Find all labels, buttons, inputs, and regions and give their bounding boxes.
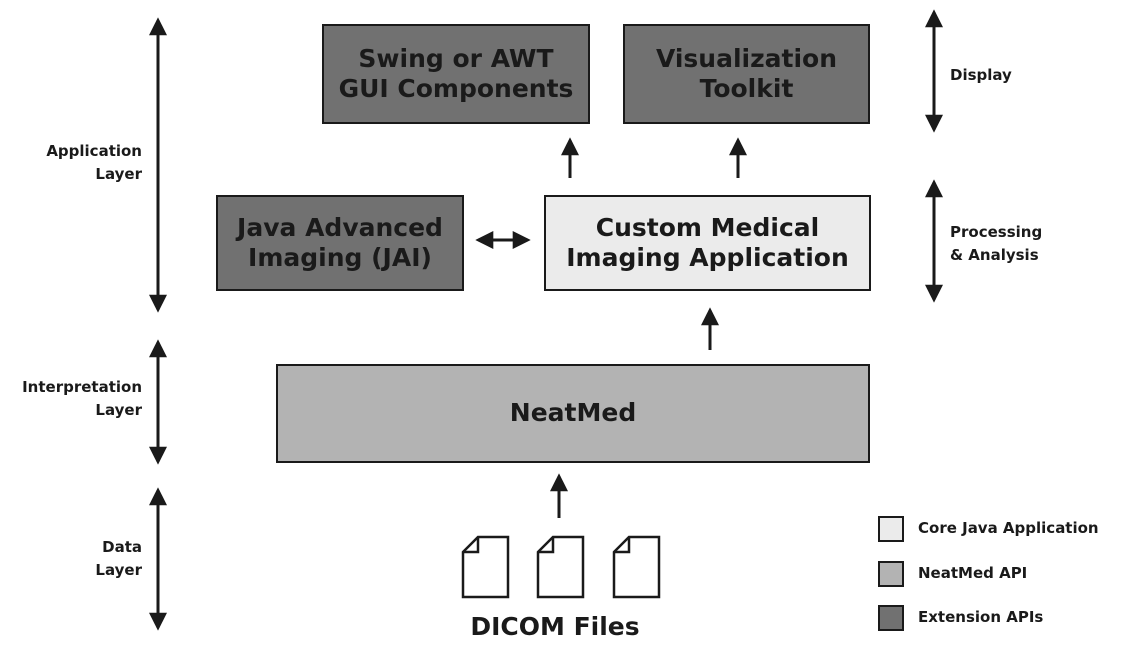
neatmed-box: NeatMed (276, 364, 870, 463)
dicom-files-caption: DICOM Files (470, 612, 640, 641)
jai-label: Java Advanced Imaging (JAI) (237, 212, 443, 273)
dicom-file-icon (461, 535, 510, 599)
legend-neatmed-label: NeatMed API (918, 564, 1028, 582)
neatmed-label: NeatMed (509, 398, 637, 428)
visualization-toolkit-box: Visualization Toolkit (623, 24, 870, 124)
dicom-file-icon (612, 535, 661, 599)
dicom-file-icon (536, 535, 585, 599)
legend-neatmed-swatch (878, 561, 904, 587)
legend-core-swatch (878, 516, 904, 542)
swing-awt-label: Swing or AWT GUI Components (338, 43, 574, 104)
custom-medical-app-box: Custom Medical Imaging Application (544, 195, 871, 291)
swing-awt-box: Swing or AWT GUI Components (322, 24, 590, 124)
processing-stage-label: Processing & Analysis (950, 223, 1043, 265)
legend-core-label: Core Java Application (918, 519, 1099, 537)
application-layer-label: Application Layer (46, 142, 142, 184)
visualization-toolkit-label: Visualization Toolkit (655, 43, 838, 104)
display-stage-label: Display (950, 66, 1012, 84)
legend-extension-label: Extension APIs (918, 608, 1044, 626)
interpretation-layer-label: Interpretation Layer (22, 378, 142, 420)
jai-box: Java Advanced Imaging (JAI) (216, 195, 464, 291)
legend-extension-swatch (878, 605, 904, 631)
data-layer-label: Data Layer (95, 538, 142, 580)
custom-medical-app-label: Custom Medical Imaging Application (566, 212, 849, 273)
